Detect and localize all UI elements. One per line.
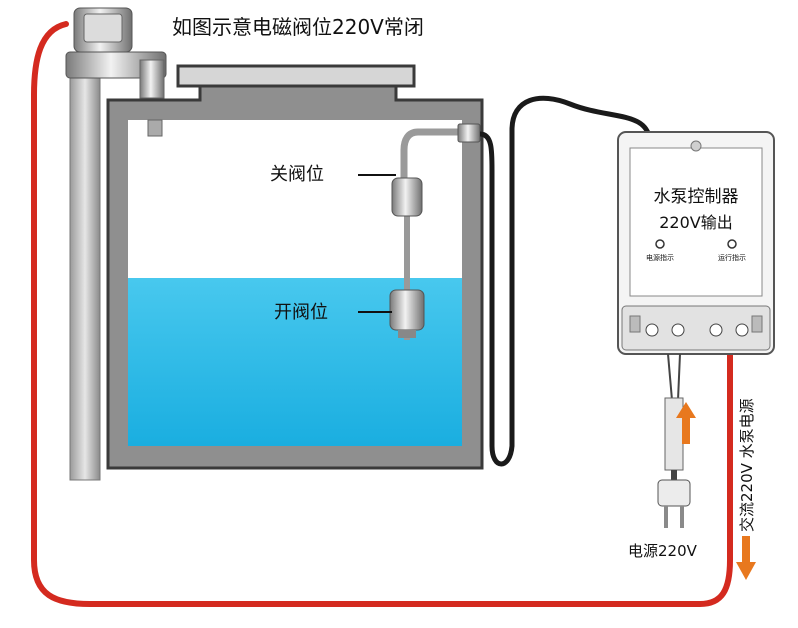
close-position-label: 关阀位 (270, 164, 324, 185)
plug-icon (657, 479, 691, 507)
controller-output: 220V输出 (659, 213, 733, 232)
pump-controller: 水泵控制器 220V输出 电源指示 运行指示 (617, 131, 775, 355)
open-position-label: 开阀位 (274, 302, 328, 323)
red-power-wire (31, 21, 733, 607)
ac-pump-power-label: 交流220V 水泵电源 (738, 398, 756, 532)
down-arrow-icon (736, 536, 756, 580)
inlet-pipe (69, 65, 101, 481)
float-switch (389, 123, 481, 340)
run-led (727, 239, 737, 249)
solenoid-valve (65, 7, 167, 111)
run-led-label: 运行指示 (718, 253, 746, 262)
terminal-1 (645, 323, 659, 337)
power-220v-label: 电源220V (628, 542, 698, 560)
power-led (655, 239, 665, 249)
terminal-4 (735, 323, 749, 337)
diagram-title: 如图示意电磁阀位220V常闭 (172, 15, 424, 39)
terminal-3 (709, 323, 723, 337)
up-arrow-icon (676, 402, 696, 444)
float-lower (389, 289, 425, 331)
terminal-2 (671, 323, 685, 337)
float-upper (391, 177, 423, 217)
water-tank (106, 84, 484, 470)
power-led-label: 电源指示 (646, 253, 674, 262)
controller-title: 水泵控制器 (654, 187, 739, 207)
tank-lid (176, 64, 416, 88)
float-cable (479, 95, 653, 467)
